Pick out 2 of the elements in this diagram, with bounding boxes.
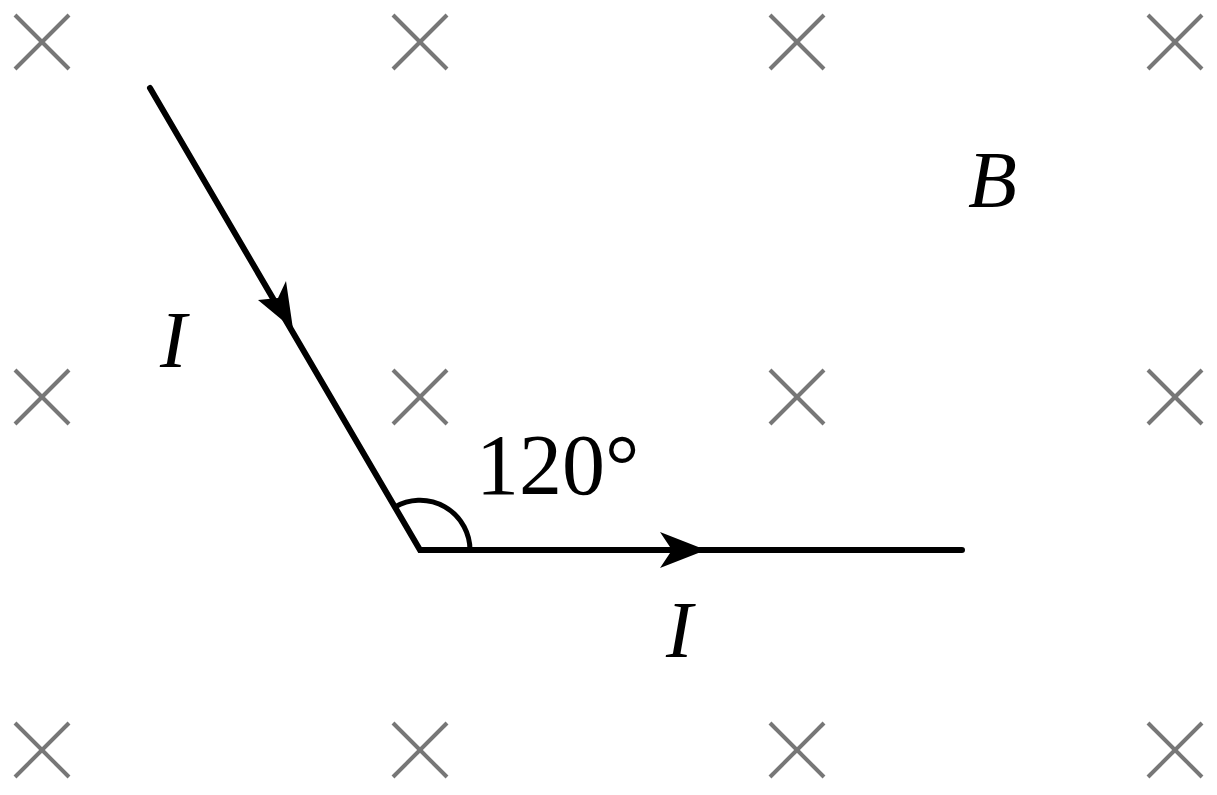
angle-label: 120° xyxy=(476,422,640,508)
field-label: B xyxy=(968,140,1017,220)
